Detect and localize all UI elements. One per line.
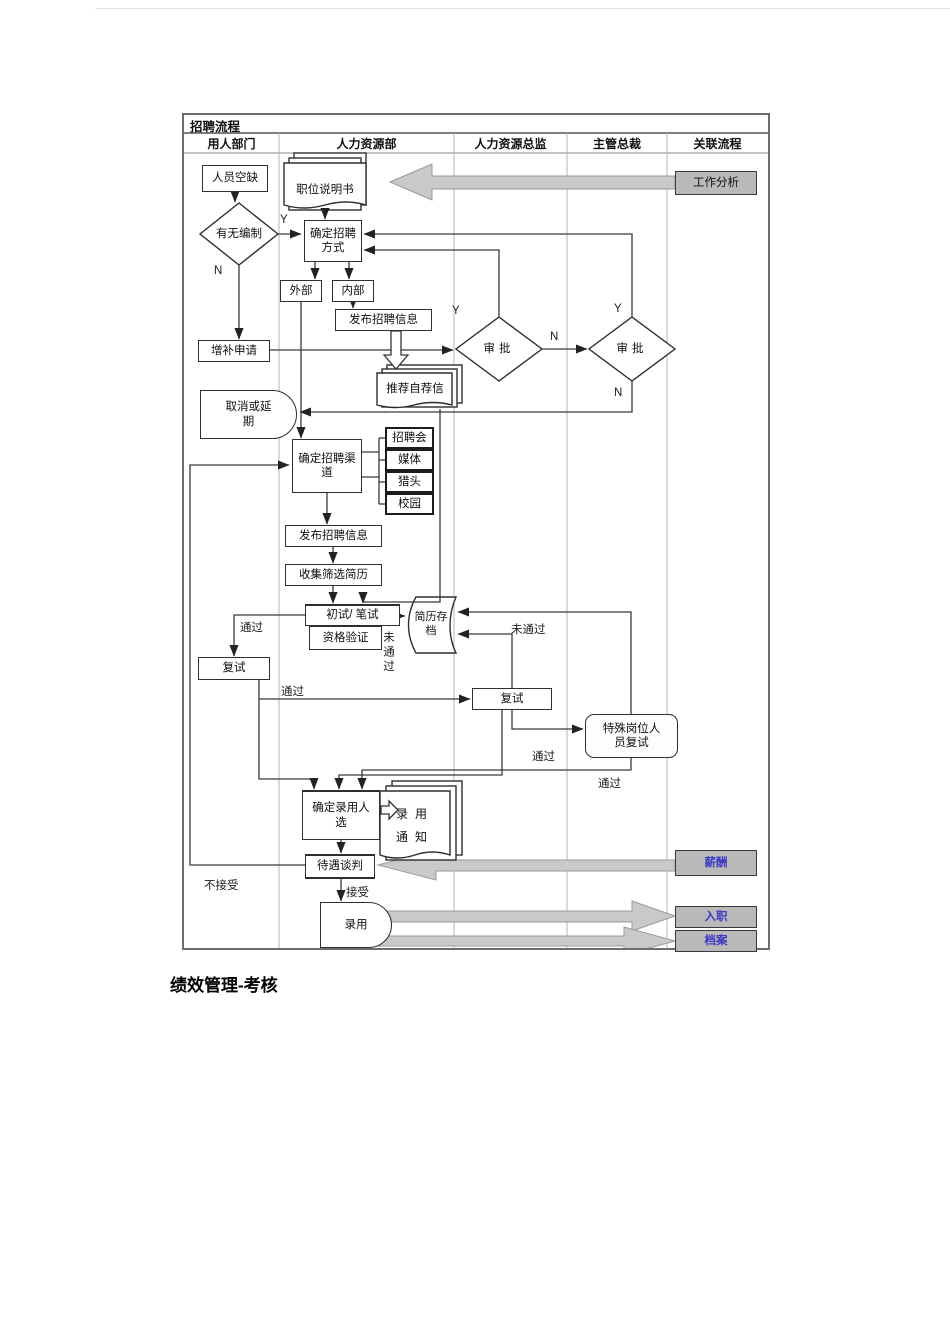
node-salary: 薪酬	[675, 850, 757, 876]
node-decide-mode: 确定招聘方式	[304, 220, 362, 262]
node-decide-channel: 确定招聘渠道	[292, 439, 362, 493]
block-arrow-to-letters	[382, 330, 410, 370]
label-fail: 未通过	[511, 624, 546, 636]
node-external: 外部	[280, 280, 322, 302]
lane-header-president: 主管总裁	[592, 136, 641, 151]
label-pass: 通过	[532, 751, 555, 763]
lane-header-hiring-dept: 用人部门	[207, 136, 256, 151]
flowchart-title: 招聘流程	[190, 120, 241, 134]
node-has-headcount: 有无编制	[216, 227, 262, 240]
label-pass: 通过	[281, 686, 304, 698]
label-no: N	[550, 331, 559, 343]
node-onboarding: 入职	[675, 906, 757, 928]
label-fail-vertical: 未通过	[382, 631, 394, 675]
node-cancel-postpone: 取消或延期	[200, 390, 297, 439]
gray-arrow-job-analysis	[388, 163, 676, 201]
lane-header-hr-director: 人力资源总监	[474, 136, 547, 151]
connectors	[189, 190, 633, 902]
node-first-test: 初试/ 笔试	[305, 604, 400, 626]
node-job-analysis: 工作分析	[675, 171, 757, 195]
recruitment-flowchart: 招聘流程 用人部门 人力资源部 人力资源总监 主管总裁 关联流程	[182, 113, 770, 952]
label-accept: 接受	[346, 887, 369, 899]
node-hire: 录用	[320, 902, 392, 948]
node-publish-info-2: 发布招聘信息	[285, 525, 382, 547]
label-pass: 通过	[598, 778, 621, 790]
gray-arrow-files	[373, 926, 677, 948]
node-publish-info: 发布招聘信息	[335, 309, 432, 331]
node-approval-president: 审批	[616, 342, 648, 355]
node-channel-headhunter: 猎头	[385, 471, 434, 493]
lane-header-hr-dept: 人力资源部	[336, 136, 397, 151]
node-supplement-request: 增补申请	[198, 340, 270, 362]
gray-arrow-onboard	[373, 900, 677, 932]
label-reject: 不接受	[204, 880, 239, 892]
node-channel-campus: 校园	[385, 493, 434, 515]
node-archive: 简历存档	[414, 611, 448, 637]
gray-arrow-salary	[376, 849, 676, 881]
label-no: N	[614, 387, 623, 399]
node-approval-director: 审批	[483, 342, 515, 355]
node-negotiation: 待遇谈判	[305, 854, 375, 879]
label-yes: Y	[614, 303, 622, 315]
node-channel-jobfair: 招聘会	[385, 427, 434, 449]
node-vacancy: 人员空缺	[202, 165, 268, 192]
label-no: N	[214, 265, 223, 277]
node-files: 档案	[675, 930, 757, 952]
section-caption: 绩效管理-考核	[170, 976, 278, 995]
node-retest-director: 复试	[472, 688, 552, 710]
node-special-retest: 特殊岗位人员复试	[585, 714, 678, 758]
node-job-description: 职位说明书	[296, 183, 354, 196]
label-pass: 通过	[240, 622, 263, 634]
node-qualification: 资格验证	[309, 626, 382, 650]
node-letters: 推荐自荐信	[386, 382, 444, 395]
node-channel-media: 媒体	[385, 449, 434, 471]
node-offer-notice: 录用通知	[395, 806, 434, 844]
label-yes: Y	[452, 305, 460, 317]
node-retest-dept: 复试	[198, 657, 270, 680]
label-yes: Y	[280, 214, 288, 226]
node-collect-resumes: 收集筛选简历	[285, 564, 382, 586]
node-internal: 内部	[332, 280, 374, 302]
lane-header-related: 关联流程	[693, 136, 742, 151]
node-decide-hire: 确定录用人选	[302, 790, 380, 840]
page-divider	[95, 8, 950, 9]
